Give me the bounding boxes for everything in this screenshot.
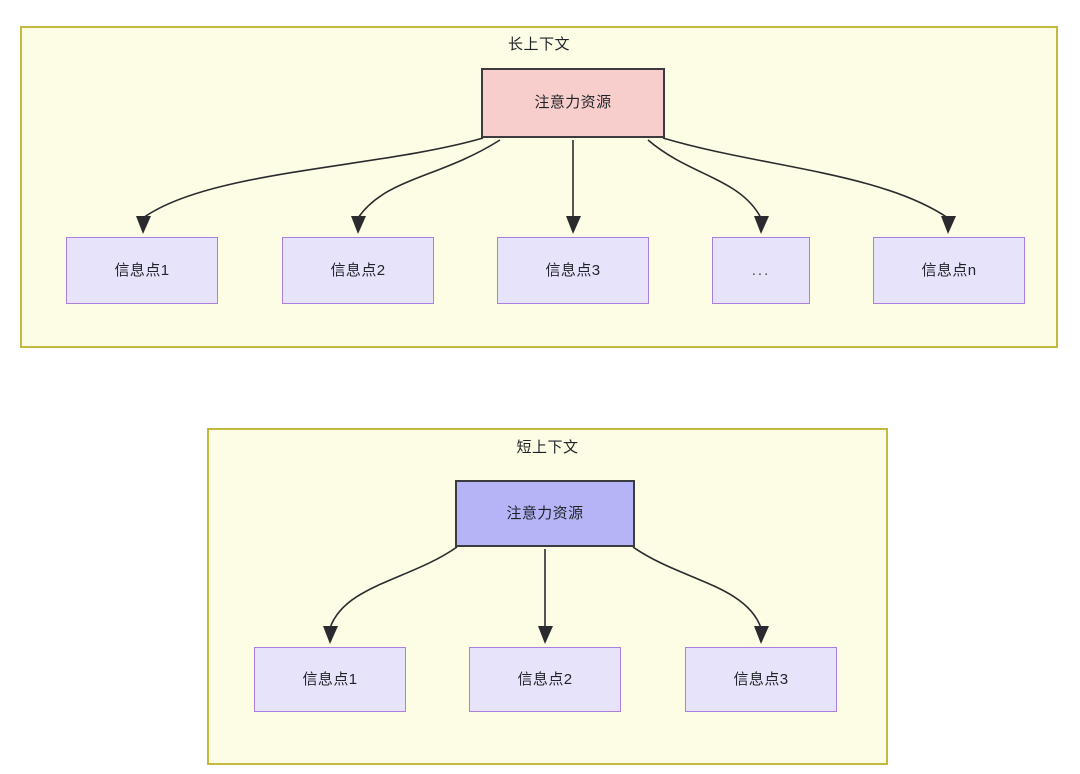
long-context-leaf-ellipsis[interactable]: ...	[712, 237, 810, 304]
long-context-source-label: 注意力资源	[534, 94, 612, 111]
short-context-leaf-3-label: 信息点3	[733, 670, 789, 688]
short-context-leaf-3[interactable]: 信息点3	[685, 647, 837, 712]
short-context-leaf-1-label: 信息点1	[302, 670, 358, 688]
long-context-leaf-1[interactable]: 信息点1	[66, 237, 218, 304]
short-context-group: 短上下文	[207, 428, 888, 765]
long-context-leaf-3[interactable]: 信息点3	[497, 237, 649, 304]
long-context-leaf-3-label: 信息点3	[545, 261, 601, 279]
long-context-leaf-ellipsis-label: ...	[751, 261, 771, 279]
long-context-group-title: 长上下文	[507, 36, 570, 53]
short-context-group-title: 短上下文	[516, 439, 579, 456]
long-context-leaf-1-label: 信息点1	[114, 261, 170, 279]
short-context-source-node[interactable]: 注意力资源	[455, 480, 635, 547]
short-context-leaf-2-label: 信息点2	[517, 670, 573, 688]
long-context-leaf-2[interactable]: 信息点2	[282, 237, 434, 304]
long-context-leaf-n-label: 信息点n	[921, 261, 977, 279]
long-context-source-node[interactable]: 注意力资源	[481, 68, 665, 138]
short-context-source-label: 注意力资源	[506, 504, 584, 522]
short-context-leaf-2[interactable]: 信息点2	[469, 647, 621, 712]
long-context-leaf-2-label: 信息点2	[330, 261, 386, 279]
short-context-leaf-1[interactable]: 信息点1	[254, 647, 406, 712]
long-context-leaf-n[interactable]: 信息点n	[873, 237, 1025, 304]
